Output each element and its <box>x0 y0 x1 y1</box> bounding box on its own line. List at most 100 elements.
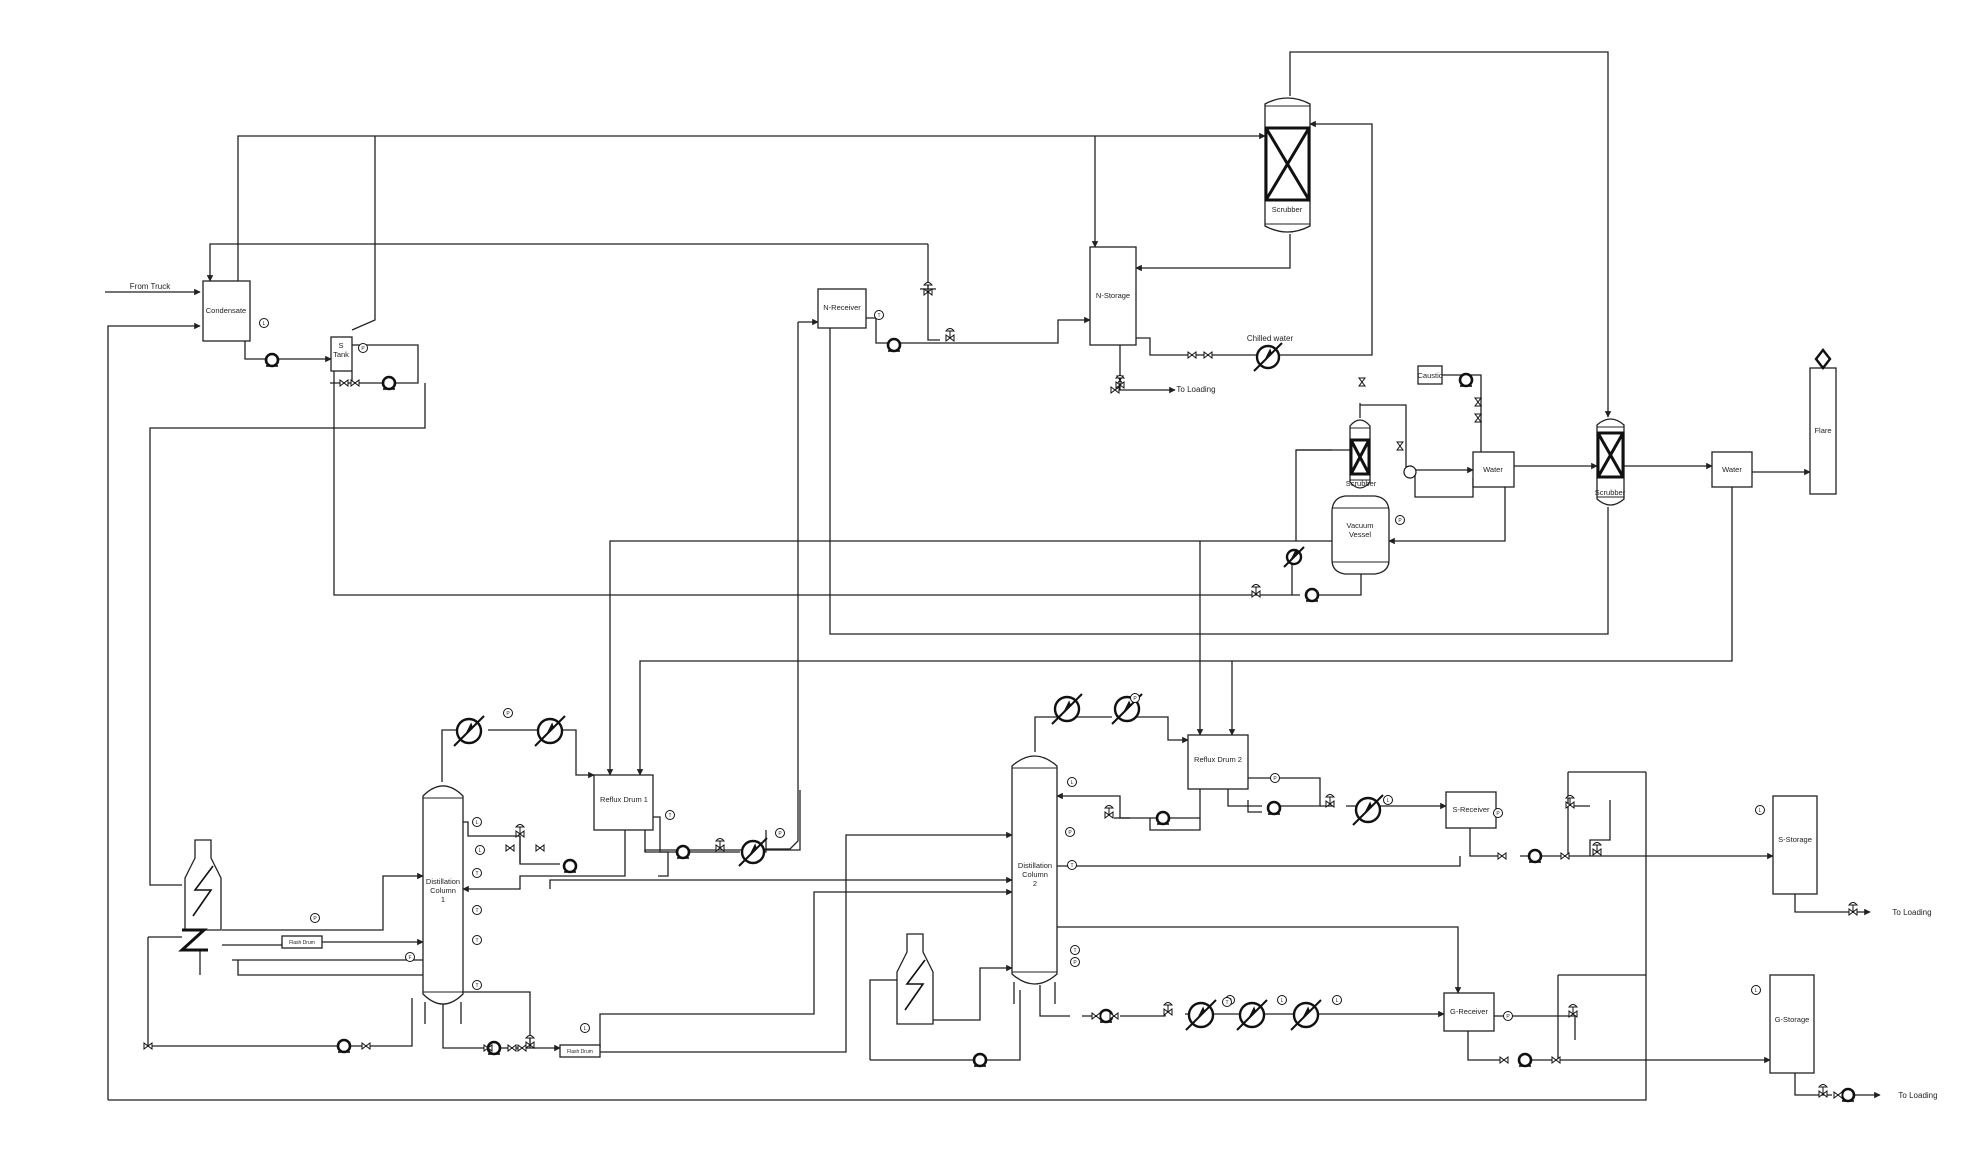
instrument-bubble <box>259 318 269 328</box>
distillation-column-1-label: Column <box>430 886 456 895</box>
pipe-line <box>870 990 1021 1061</box>
pump-body <box>675 844 691 860</box>
pump-icon <box>675 844 691 860</box>
pipe-line <box>1057 856 1461 867</box>
pipe-line <box>549 876 1013 889</box>
valve-icon <box>1474 397 1482 407</box>
heat-exchanger-icon <box>738 837 768 867</box>
pipe-line <box>933 964 1013 1021</box>
heat-exchanger-icon <box>1283 546 1305 568</box>
pipe-line <box>206 243 928 282</box>
pipe-line <box>1120 1014 1166 1017</box>
valve-body <box>1474 397 1482 407</box>
instrument-tag: L <box>263 321 266 327</box>
pipe-line <box>1469 828 1505 857</box>
valve-body <box>1474 413 1482 423</box>
hx-tube <box>1283 546 1305 568</box>
instrument-tag: L <box>476 820 479 826</box>
reflux-drum-2-label: Reflux Drum 2 <box>1194 755 1242 764</box>
pipe-line <box>1272 120 1373 356</box>
valve-body <box>535 844 545 852</box>
valve-icon <box>350 379 360 387</box>
pump-icon <box>1458 372 1474 388</box>
valve-body <box>1109 1012 1119 1020</box>
pump-icon <box>336 1038 352 1054</box>
pipe-line <box>1137 716 1189 744</box>
instrument-bubble <box>1070 945 1080 955</box>
instrument-tag: L <box>1281 998 1284 1004</box>
column-skirt <box>424 1002 462 1024</box>
valve-icon <box>1833 1091 1843 1099</box>
instrument-tag: P <box>1273 776 1277 782</box>
instrument-bubble-icon: L <box>580 1023 590 1033</box>
valve-icon <box>1474 413 1482 423</box>
actuator-head <box>714 838 726 842</box>
pipe-line <box>1135 234 1291 272</box>
instrument-bubble <box>472 817 482 827</box>
valve-icon <box>483 1044 493 1052</box>
pipe-line <box>333 371 1300 596</box>
instrument-bubble <box>1067 777 1077 787</box>
to-loading-g-label: To Loading <box>1898 1091 1937 1100</box>
instrument-bubble-icon: T <box>1067 860 1077 870</box>
pump-body <box>264 352 280 368</box>
instrument-bubble-icon: P <box>1070 957 1080 967</box>
pump-icon <box>1517 1052 1533 1068</box>
instrument-bubble-icon: L <box>1383 795 1393 805</box>
instrument-bubble-icon: L <box>472 817 482 827</box>
valve-icon <box>1091 1012 1101 1020</box>
pipe-line <box>599 888 1013 1048</box>
instrument-tag: P <box>1398 518 1402 524</box>
pipe-line <box>927 244 940 341</box>
instrument-bubble-icon: T <box>665 810 675 820</box>
pump-icon <box>381 375 397 391</box>
equipment <box>184 97 1837 1074</box>
pump-icon <box>1840 1087 1856 1103</box>
scrubber-2 <box>1349 419 1371 489</box>
pipe-line <box>463 991 531 1048</box>
instrument-bubble <box>665 810 675 820</box>
hx-tube <box>738 837 768 867</box>
valve-body <box>507 1044 517 1052</box>
pump-icon <box>264 352 280 368</box>
packed-bed-icon <box>1596 431 1625 479</box>
hx-tube <box>1236 999 1268 1031</box>
pipe-line <box>107 322 201 1100</box>
instrument-bubble-icon: L <box>1067 777 1077 787</box>
valve-body <box>361 1042 371 1050</box>
valve-icon <box>1560 852 1570 860</box>
reboiler-coil <box>178 928 208 952</box>
instrument-bubble <box>580 1023 590 1033</box>
pipe-line <box>462 830 626 893</box>
instrument-tag: L <box>1071 780 1074 786</box>
n-storage <box>1089 246 1137 346</box>
pipe-line <box>1794 894 1871 916</box>
instrument-bubble-icon: T <box>1222 997 1232 1007</box>
instrument-tag: P <box>1068 830 1072 836</box>
pump-body <box>1155 810 1171 826</box>
pipe-line <box>1467 1031 1505 1061</box>
pipe-line <box>237 132 1266 281</box>
instrument-bubble-icon: P <box>1493 808 1503 818</box>
pipe-line <box>1056 789 1201 819</box>
instrument-bubble <box>1395 515 1405 525</box>
instrument-bubble-icon: L <box>259 318 269 328</box>
actuator-head <box>514 824 526 828</box>
actuator-head <box>944 328 956 332</box>
valve-icon <box>1203 351 1213 359</box>
pipe-line <box>1227 789 1262 807</box>
pipe-line <box>829 328 1609 635</box>
instrument-tag: T <box>475 983 478 989</box>
pipe-line <box>1149 818 1201 831</box>
pump-icon <box>1527 848 1543 864</box>
water-vessel-2 <box>1711 451 1753 488</box>
pipe-line <box>1248 777 1321 807</box>
pipe-line <box>1034 716 1060 752</box>
pipe-line <box>644 830 669 877</box>
flash-drum-2 <box>559 1044 601 1058</box>
hx-tube <box>1185 999 1217 1031</box>
pipe-line <box>1360 404 1407 472</box>
valve-icon <box>361 1042 371 1050</box>
instrument-tag: T <box>1070 863 1073 869</box>
instrument-bubble-icon: L <box>1755 805 1765 815</box>
